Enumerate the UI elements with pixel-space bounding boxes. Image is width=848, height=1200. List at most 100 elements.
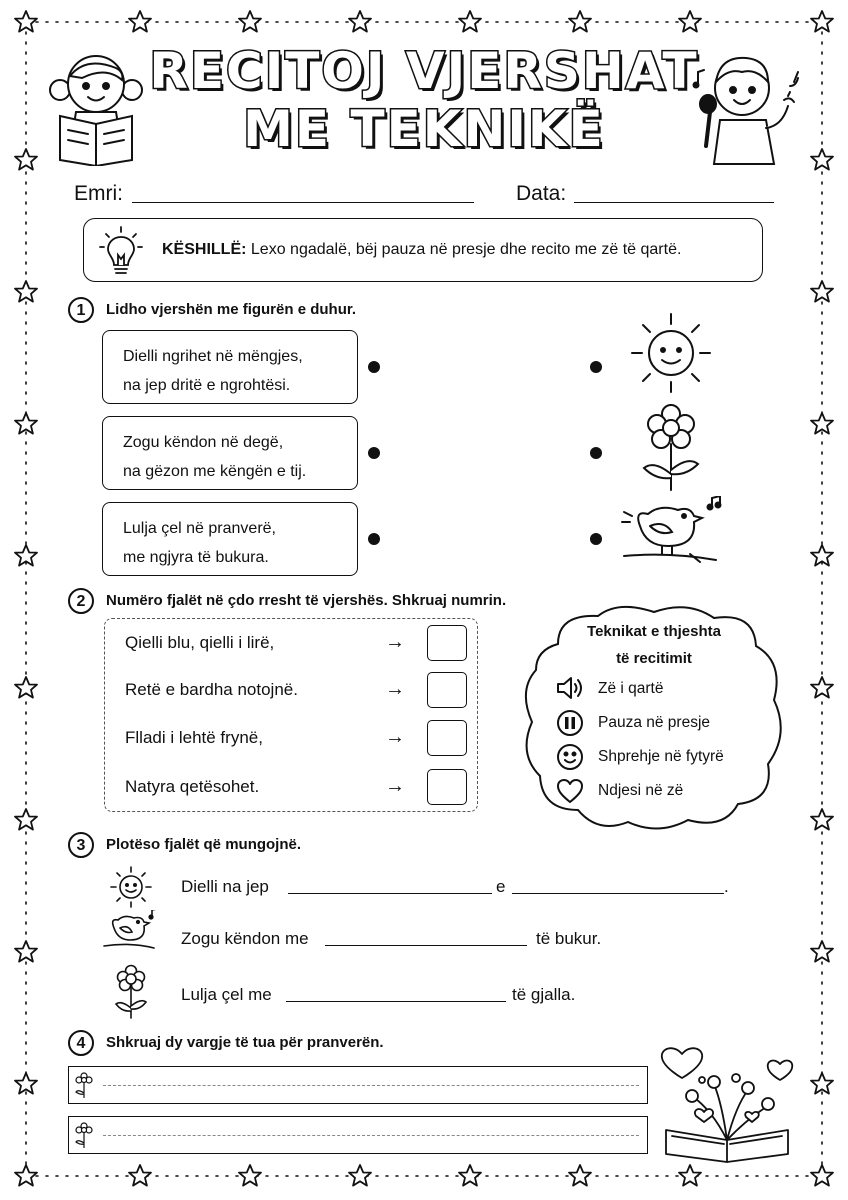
page-title-line2: ME TEKNIKË	[242, 99, 605, 160]
border-star-icon	[14, 940, 38, 963]
border-star-icon	[14, 280, 38, 303]
date-field[interactable]	[574, 202, 774, 203]
count-answer-box[interactable]	[427, 672, 467, 708]
border-star-icon	[810, 412, 834, 435]
writing-line[interactable]	[68, 1066, 648, 1104]
border-star-icon	[678, 10, 702, 33]
question-2-title: Numëro fjalët në çdo rresht të vjershës.…	[106, 592, 507, 609]
border-star-icon	[348, 10, 372, 33]
sun-icon	[110, 866, 152, 908]
answer-blank[interactable]	[325, 945, 527, 946]
tip-box: KËSHILLË: Lexo ngadalë, bëj pauza në pre…	[83, 218, 763, 282]
flower-icon	[642, 404, 700, 491]
border-star-icon	[14, 1072, 38, 1095]
page-title-line1: RECITOJ VJERSHAT	[148, 41, 699, 102]
border-star-icon	[810, 940, 834, 963]
border-star-icon	[238, 10, 262, 33]
match-dot-left[interactable]	[368, 447, 380, 459]
girl-reading-icon	[49, 55, 143, 166]
arrow-icon: →	[385, 775, 405, 797]
technique-label: Pauza në presje	[598, 714, 711, 731]
sentence-text: Dielli na jep	[181, 877, 269, 896]
border-star-icon	[14, 808, 38, 831]
count-answer-box[interactable]	[427, 769, 467, 805]
question-number-2: 2	[68, 588, 94, 614]
poem-row: Natyra qetësohet.	[125, 777, 260, 796]
border-star-icon	[14, 10, 38, 33]
question-number-1: 1	[68, 297, 94, 323]
boy-singing-icon	[692, 56, 799, 165]
question-4-title: Shkruaj dy vargje të tua për pranverën.	[106, 1034, 384, 1051]
dashed-guide	[103, 1085, 639, 1086]
verse-line: na jep dritë e ngrohtësi.	[123, 377, 291, 394]
sentence-text: Lulja çel me	[181, 985, 272, 1004]
question-number-4: 4	[68, 1030, 94, 1056]
border-star-icon	[810, 808, 834, 831]
tip-body: Lexo ngadalë, bëj pauza në presje dhe re…	[246, 241, 682, 258]
match-dot-left[interactable]	[368, 361, 380, 373]
answer-blank[interactable]	[288, 893, 492, 894]
arrow-icon: →	[385, 726, 405, 748]
border-star-icon	[128, 1164, 152, 1187]
bird-icon	[103, 910, 157, 949]
poem-row: Flladi i lehtë frynë,	[125, 728, 263, 747]
heart-icon	[557, 779, 583, 803]
border-star-icon	[458, 10, 482, 33]
border-star-icon	[238, 1164, 262, 1187]
sun-icon	[631, 313, 711, 393]
sentence-text: të bukur.	[536, 929, 602, 948]
match-dot-right[interactable]	[590, 447, 602, 459]
pause-icon	[557, 710, 583, 736]
border-star-icon	[348, 1164, 372, 1187]
techniques-title-line2: të recitimit	[616, 650, 692, 667]
question-1-title: Lidho vjershën me figurën e duhur.	[106, 301, 357, 318]
open-book-icon	[661, 1047, 794, 1163]
border-star-icon	[810, 280, 834, 303]
verse-line: na gëzon me këngën e tij.	[123, 463, 307, 480]
name-field[interactable]	[132, 202, 474, 203]
verse-box: Dielli ngrihet në mëngjes, na jep dritë …	[102, 330, 358, 404]
match-dot-left[interactable]	[368, 533, 380, 545]
sentence-text: .	[724, 877, 729, 896]
border-star-icon	[678, 1164, 702, 1187]
border-star-icon	[14, 1164, 38, 1187]
verse-line: me ngjyra të bukura.	[123, 549, 269, 566]
count-answer-box[interactable]	[427, 720, 467, 756]
cloud-shape	[525, 605, 782, 830]
border-star-icon	[810, 1164, 834, 1187]
match-dot-right[interactable]	[590, 361, 602, 373]
sentence-text: Zogu këndon me	[181, 929, 309, 948]
verse-line: Zogu këndon në degë,	[123, 434, 284, 451]
date-label: Data:	[516, 182, 567, 205]
technique-label: Shprehje në fytyrë	[598, 748, 724, 765]
dashed-guide	[103, 1135, 639, 1136]
border-star-icon	[14, 412, 38, 435]
border-star-icon	[568, 1164, 592, 1187]
tip-label: KËSHILLË:	[162, 241, 247, 258]
lightbulb-icon	[99, 226, 143, 274]
answer-blank[interactable]	[286, 1001, 506, 1002]
match-dot-right[interactable]	[590, 533, 602, 545]
technique-label: Ndjesi në zë	[598, 782, 684, 799]
smiley-icon	[557, 744, 583, 770]
technique-label: Zë i qartë	[598, 680, 664, 697]
tip-text: KËSHILLË: Lexo ngadalë, bëj pauza në pre…	[162, 241, 681, 259]
poem-row: Qielli blu, qielli i lirë,	[125, 633, 275, 652]
verse-line: Dielli ngrihet në mëngjes,	[123, 348, 303, 365]
flower-icon	[114, 964, 148, 1019]
bird-icon	[621, 496, 722, 563]
answer-blank[interactable]	[512, 893, 724, 894]
name-label: Emri:	[74, 182, 123, 205]
verse-line: Lulja çel në pranverë,	[123, 520, 276, 537]
sentence-text: e	[496, 877, 506, 896]
small-flower-icon	[75, 1072, 93, 1098]
techniques-title-line1: Teknikat e thjeshta	[587, 623, 721, 640]
word-count-box: Qielli blu, qielli i lirë, → Retë e bard…	[104, 618, 478, 812]
question-number-3: 3	[68, 832, 94, 858]
arrow-icon: →	[385, 678, 405, 700]
writing-line[interactable]	[68, 1116, 648, 1154]
border-star-icon	[568, 10, 592, 33]
verse-box: Lulja çel në pranverë, me ngjyra të buku…	[102, 502, 358, 576]
count-answer-box[interactable]	[427, 625, 467, 661]
